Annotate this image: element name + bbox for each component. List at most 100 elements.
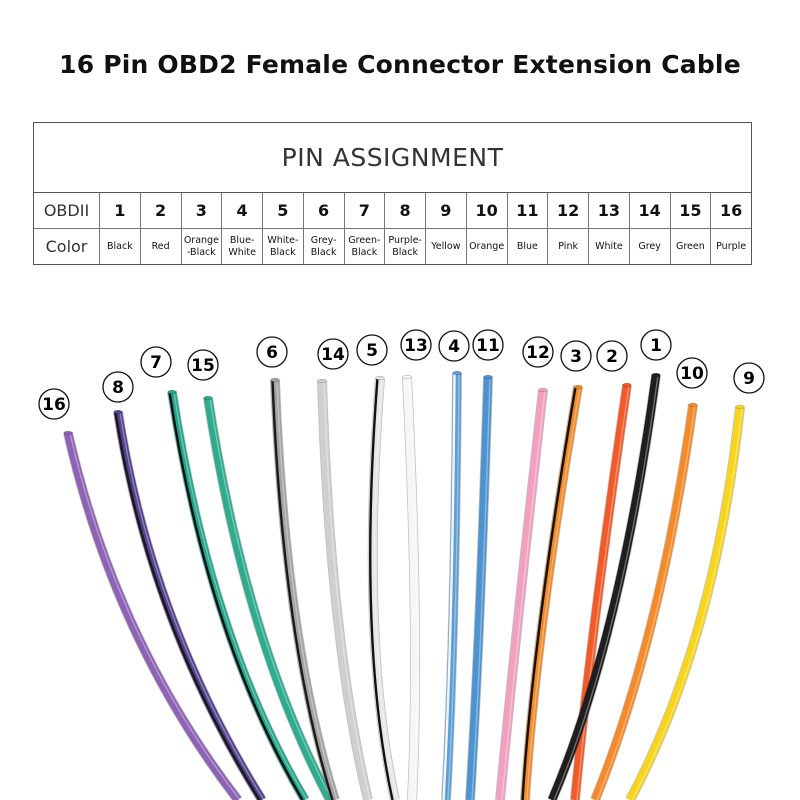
pin-number-cell: 9 (426, 193, 467, 228)
pin-label-text: 1 (650, 336, 662, 356)
pin-label-text: 7 (150, 353, 162, 373)
wire-body (203, 397, 334, 800)
pin-label-text: 5 (366, 341, 378, 361)
pin-label-text: 9 (743, 369, 755, 389)
wire-body (548, 374, 661, 800)
wire-highlight (596, 404, 696, 800)
pin-label-13: 13 (400, 329, 432, 361)
wire-16 (63, 430, 242, 800)
pin-color-cell: Red (141, 229, 182, 264)
wire-end-cap (375, 375, 385, 381)
wire-end-cap (270, 377, 280, 383)
pin-label-4: 4 (438, 330, 470, 362)
wire-stripe (442, 372, 456, 800)
pin-number-cell: 5 (263, 193, 304, 228)
wire-12 (495, 387, 548, 800)
wire-end-cap (573, 384, 583, 390)
wire-body (570, 384, 632, 800)
wire-stripe (168, 391, 304, 800)
pin-label-circle (140, 346, 172, 378)
pin-number-cell: 13 (589, 193, 630, 228)
pin-label-text: 10 (680, 364, 704, 384)
wire-body (441, 372, 462, 800)
page-title: 16 Pin OBD2 Female Connector Extension C… (59, 50, 741, 79)
wire-end-cap (402, 374, 412, 380)
pin-label-16: 16 (38, 388, 70, 420)
pin-label-circle (102, 371, 134, 403)
pin-label-circle (438, 330, 470, 362)
pin-label-text: 6 (266, 343, 278, 363)
wire-outline (317, 380, 373, 800)
pin-label-circle (472, 329, 504, 361)
pin-color-cell: Blue- White (222, 229, 263, 264)
wire-body (167, 391, 309, 800)
wire-4 (441, 370, 462, 800)
wire-end-cap (203, 395, 213, 401)
pin-number-cell: 6 (304, 193, 345, 228)
pin-color-cell: Green- Black (345, 229, 386, 264)
wire-body (368, 377, 400, 800)
wire-end-cap (651, 372, 661, 378)
wire-highlight (374, 377, 398, 800)
pin-color-cell: Black (100, 229, 141, 264)
pin-label-text: 13 (404, 336, 428, 356)
pin-label-text: 15 (191, 356, 215, 376)
wire-highlight (119, 411, 265, 800)
wire-highlight (576, 384, 630, 800)
wire-stripe (369, 377, 394, 800)
pin-color-cell: Purple- Black (385, 229, 426, 264)
wire-body (626, 406, 745, 800)
pin-label-15: 15 (187, 349, 219, 381)
pin-color-cell: Purple (716, 240, 747, 252)
pin-label-circle (733, 362, 765, 394)
pin-color-cell: Orange (467, 229, 508, 264)
wire-highlight (447, 372, 460, 800)
wire-highlight (553, 374, 659, 800)
wire-8 (113, 409, 267, 800)
pin-label-text: 12 (526, 343, 550, 363)
pin-label-8: 8 (102, 371, 134, 403)
wire-body (317, 380, 373, 800)
pin-label-10: 10 (676, 357, 708, 389)
wire-highlight (501, 389, 546, 800)
wire-highlight (408, 376, 418, 800)
pin-number-cell: 4 (222, 193, 263, 228)
pin-label-circle (596, 340, 628, 372)
pin-label-circle (187, 349, 219, 381)
pin-color-cell: White (589, 229, 630, 264)
pin-label-circle (522, 336, 554, 368)
pin-number-cell: 2 (141, 193, 182, 228)
wire-end-cap (113, 409, 123, 415)
pin-label-circle (640, 329, 672, 361)
wire-13 (402, 374, 421, 800)
pin-label-circle (317, 338, 349, 370)
pin-label-text: 11 (476, 336, 500, 356)
pin-label-circle (560, 340, 592, 372)
wire-highlight (323, 380, 371, 800)
pin-label-3: 3 (560, 340, 592, 372)
pin-label-text: 4 (448, 337, 460, 357)
wire-highlight (69, 432, 241, 800)
pin-label-circle (400, 329, 432, 361)
wire-body (63, 432, 242, 800)
pin-label-2: 2 (596, 340, 628, 372)
wire-9 (625, 404, 745, 800)
pin-color-cell: Grey- Black (304, 229, 345, 264)
wire-highlight (173, 391, 308, 800)
pin-label-circle (256, 336, 288, 368)
pin-number-cell: 10 (467, 193, 508, 228)
pin-number-cell: 12 (548, 193, 589, 228)
pin-label-text: 3 (570, 347, 582, 367)
wire-end-cap (452, 370, 462, 376)
wire-5 (367, 375, 400, 800)
wire-highlight (209, 397, 333, 800)
wire-7 (167, 389, 310, 800)
wire-body (402, 376, 420, 800)
pin-color-cell: Blue (508, 229, 549, 264)
row-label-obd: OBDII (34, 193, 100, 228)
pin-label-12: 12 (522, 336, 554, 368)
wire-body (520, 386, 583, 800)
